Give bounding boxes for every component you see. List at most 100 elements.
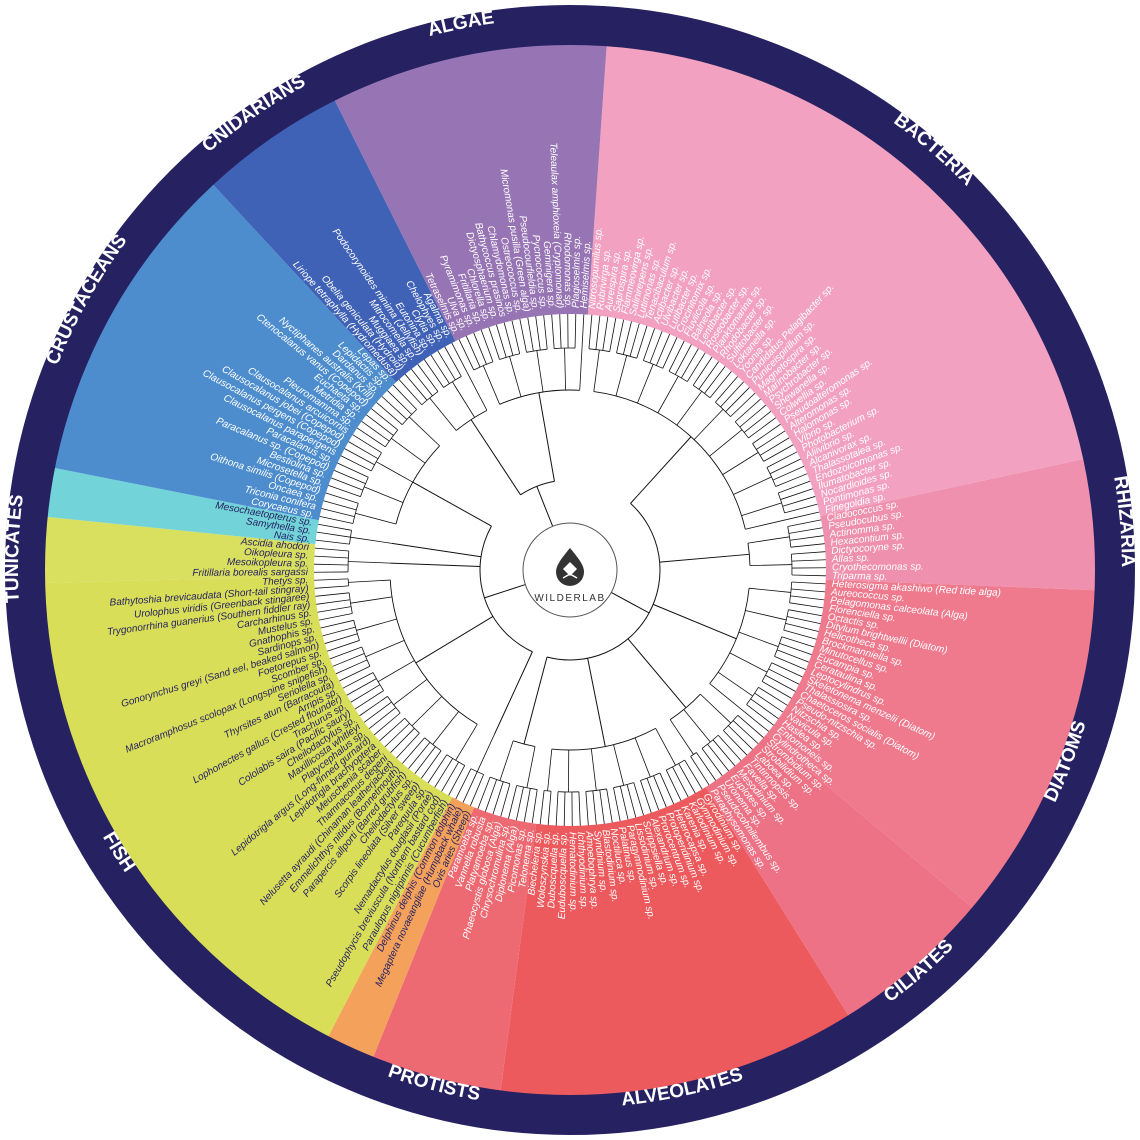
terminal-branch <box>665 769 682 801</box>
clade-arc <box>513 740 536 748</box>
terminal-branch <box>437 350 456 381</box>
clade-branch <box>738 631 779 648</box>
clade-branch <box>411 696 443 727</box>
terminal-branch <box>595 315 601 350</box>
terminal-branch <box>737 715 764 738</box>
terminal-branch <box>680 348 699 379</box>
terminal-branch <box>588 314 593 349</box>
terminal-branch <box>790 543 825 548</box>
terminal-branch <box>690 756 710 786</box>
terminal-branch <box>329 646 362 660</box>
terminal-branch <box>404 373 428 401</box>
leaf-label: Ichthyodinium sp. <box>575 832 589 910</box>
group-branch <box>652 603 737 640</box>
clade-branch <box>676 391 703 426</box>
terminal-branch <box>789 535 824 541</box>
terminal-branch <box>785 622 819 632</box>
clade-branch <box>615 355 628 397</box>
group-branch <box>494 651 533 734</box>
clade-arc <box>489 776 511 785</box>
clade-branch <box>356 618 397 631</box>
drop-logo-icon <box>556 548 584 586</box>
terminal-branch <box>344 448 375 466</box>
group-branch <box>587 658 606 747</box>
clade-branch <box>348 579 391 583</box>
terminal-branch <box>701 748 723 777</box>
terminal-branch <box>704 366 726 394</box>
terminal-branch <box>376 402 403 425</box>
terminal-branch <box>763 444 794 462</box>
terminal-branch <box>535 316 541 351</box>
clade-branch <box>733 476 772 495</box>
leaf-label: Oikopleura sp. <box>244 547 309 561</box>
brand-name: WILDERLAB <box>534 593 605 604</box>
terminal-branch <box>381 396 408 420</box>
terminal-branch <box>761 680 792 699</box>
terminal-branch <box>786 511 820 521</box>
group-branch <box>390 562 481 568</box>
terminal-branch <box>352 434 382 454</box>
clade-branch <box>452 381 475 418</box>
terminal-branch <box>717 734 742 761</box>
terminal-branch <box>728 725 753 750</box>
terminal-branch <box>359 696 388 717</box>
clade-branch <box>408 416 440 447</box>
terminal-branch <box>578 791 581 826</box>
clade-arc <box>789 581 793 603</box>
clade-arc <box>347 551 350 572</box>
clade-arc <box>551 727 656 751</box>
terminal-branch <box>784 503 818 514</box>
terminal-branch <box>430 354 450 384</box>
terminal-branch <box>788 609 822 617</box>
group-branch <box>659 553 750 563</box>
terminal-branch <box>772 465 805 481</box>
terminal-branch <box>398 379 423 406</box>
terminal-branch <box>448 765 466 796</box>
terminal-branch <box>775 473 808 487</box>
clade-branch <box>348 561 391 564</box>
clade-branch <box>482 365 501 405</box>
terminal-branch <box>314 578 349 581</box>
terminal-branch <box>335 659 368 675</box>
terminal-branch <box>417 363 439 392</box>
clade-branch <box>657 376 679 414</box>
leaf-label: Geminigera sp. <box>541 241 557 309</box>
group-branch <box>415 616 494 664</box>
terminal-branch <box>774 656 806 670</box>
terminal-branch <box>342 672 374 689</box>
leaf-label: Duboscquella sp. <box>546 831 561 908</box>
terminal-branch <box>788 527 823 534</box>
terminal-branch <box>725 387 750 412</box>
clade-arc <box>701 734 719 749</box>
terminal-branch <box>692 356 713 386</box>
terminal-branch <box>314 547 349 552</box>
terminal-branch <box>337 462 369 478</box>
terminal-branch <box>421 750 442 779</box>
clade-arc <box>669 693 701 720</box>
clade-arc <box>690 752 697 757</box>
terminal-branch <box>606 788 613 823</box>
terminal-branch <box>678 763 696 794</box>
terminal-branch <box>523 788 531 822</box>
terminal-branch <box>771 662 803 678</box>
leaf-label: Dictyocoryne sp. <box>831 541 906 557</box>
terminal-branch <box>563 791 566 826</box>
clade-branch <box>709 429 743 457</box>
terminal-branch <box>646 778 660 811</box>
terminal-branch <box>543 315 548 350</box>
clade-branch <box>669 719 694 755</box>
leaf-label: Mesoikopleura sp. <box>227 557 308 570</box>
group-branch <box>470 419 521 496</box>
terminal-branch <box>656 334 670 366</box>
terminal-branch <box>791 574 826 577</box>
terminal-branch <box>423 359 444 388</box>
terminal-branch <box>626 784 637 818</box>
clade-branch <box>722 452 759 475</box>
terminal-branch <box>769 458 801 475</box>
terminal-branch <box>371 408 398 431</box>
terminal-branch <box>768 668 800 685</box>
clade-branch <box>429 397 457 431</box>
clade-branch <box>634 737 651 778</box>
terminal-branch <box>684 759 703 790</box>
